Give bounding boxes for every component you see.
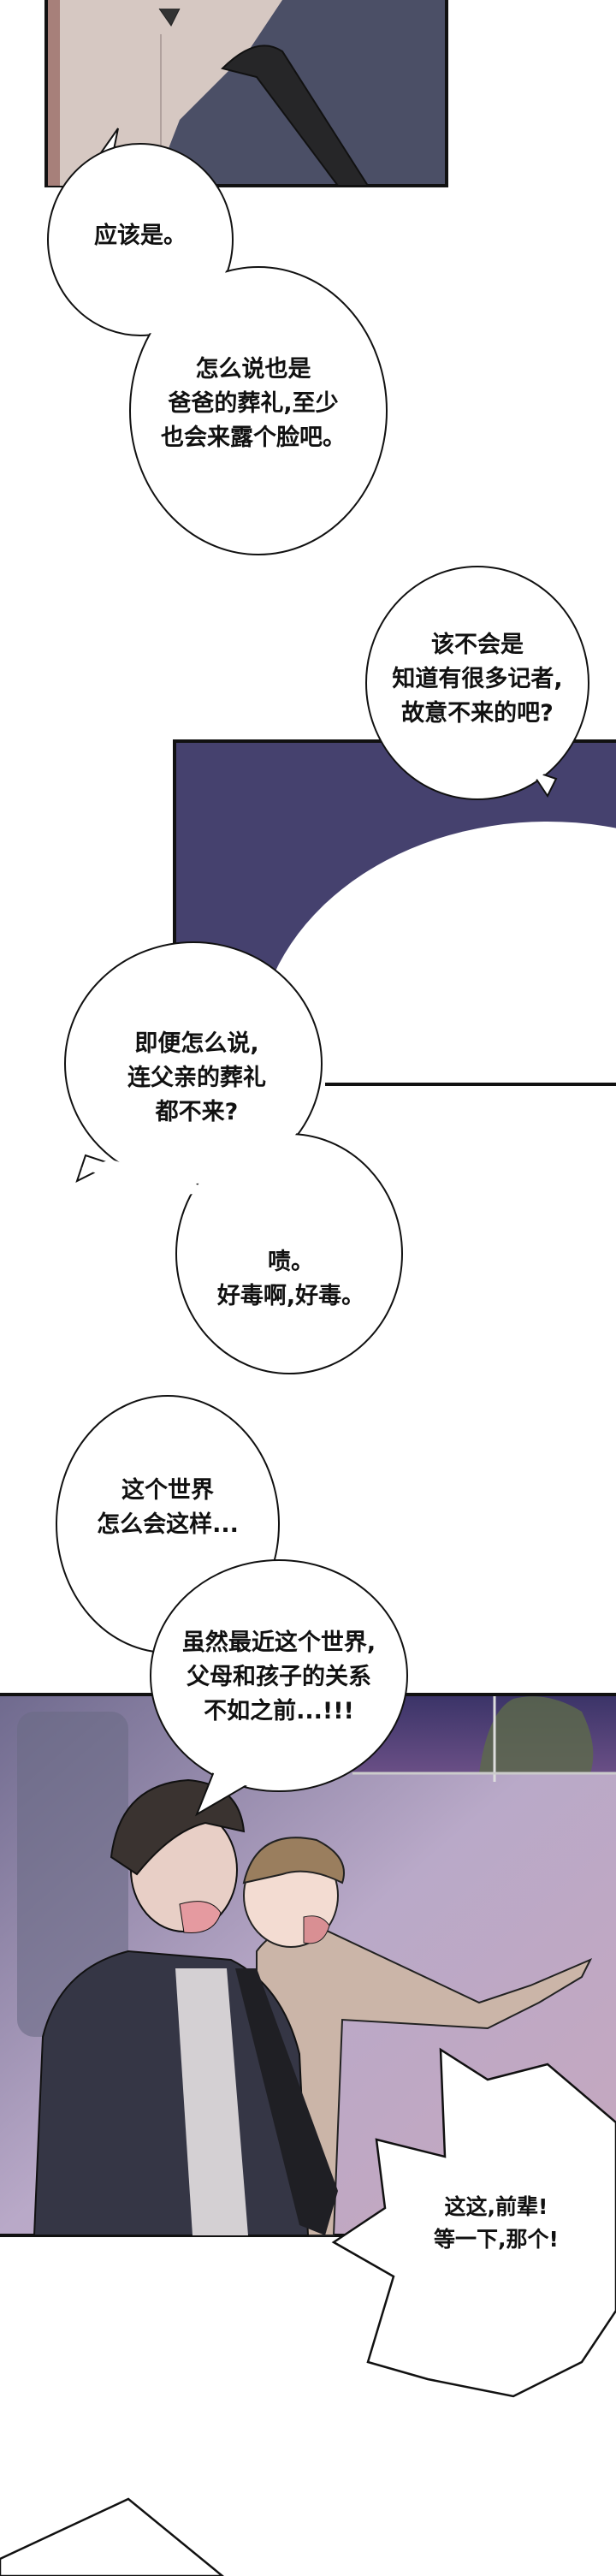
bubble-line: 好毒啊,好毒。 <box>216 1283 365 1309</box>
bubble-line: 故意不来的吧? <box>401 700 554 727</box>
panel-3 <box>0 1693 616 2237</box>
speech-bubble-8 <box>331 2047 616 2398</box>
bubble-line: 啧。 <box>267 1249 314 1275</box>
bubble-5-text: 啧。 好毒啊,好毒。 <box>217 1245 364 1314</box>
bubble-line: 怎么会这样... <box>97 1511 239 1538</box>
bubble-line: 应该是。 <box>94 223 187 249</box>
bubble-line: 这这,前辈! <box>444 2194 548 2219</box>
speech-bubble-group-1 <box>47 128 388 555</box>
bubble-line: 怎么说也是 <box>195 356 311 383</box>
bubble-line: 父母和孩子的关系 <box>186 1664 371 1690</box>
speech-bubble-3 <box>365 566 589 800</box>
bubble-3-text: 该不会是 知道有很多记者, 故意不来的吧? <box>392 628 562 731</box>
bubble-6-text: 这个世界 怎么会这样... <box>97 1474 239 1542</box>
bubble-7-text: 虽然最近这个世界, 父母和孩子的关系 不如之前...!!! <box>182 1626 376 1729</box>
bubble-line: 虽然最近这个世界, <box>181 1629 376 1656</box>
bubble-line: 都不来? <box>155 1099 239 1125</box>
bubble-line: 该不会是 <box>430 632 524 658</box>
bubble-line: 也会来露个脸吧。 <box>161 424 346 451</box>
bubble-line: 即便怎么说, <box>134 1030 259 1057</box>
bubble-2-text: 怎么说也是 爸爸的葬礼,至少 也会来露个脸吧。 <box>161 353 346 455</box>
speech-bubble-9 <box>0 2497 224 2576</box>
bubble-line: 知道有很多记者, <box>392 666 563 692</box>
speech-bubble-group-2 <box>64 941 403 1374</box>
bubble-line: 爸爸的葬礼,至少 <box>168 390 339 417</box>
bubble-4-text: 即便怎么说, 连父亲的葬礼 都不来? <box>127 1027 266 1130</box>
bubble-line: 连父亲的葬礼 <box>127 1065 266 1091</box>
bubble-8-text: 这这,前辈! 等一下,那个! <box>434 2191 559 2256</box>
bubble-line: 等一下,那个! <box>434 2227 559 2252</box>
bubble-1-text: 应该是。 <box>94 219 187 253</box>
speech-bubble-group-3 <box>56 1395 408 1817</box>
bubble-line: 这个世界 <box>121 1477 214 1504</box>
panel-2 <box>173 739 616 1284</box>
bubble-line: 不如之前...!!! <box>204 1698 354 1724</box>
